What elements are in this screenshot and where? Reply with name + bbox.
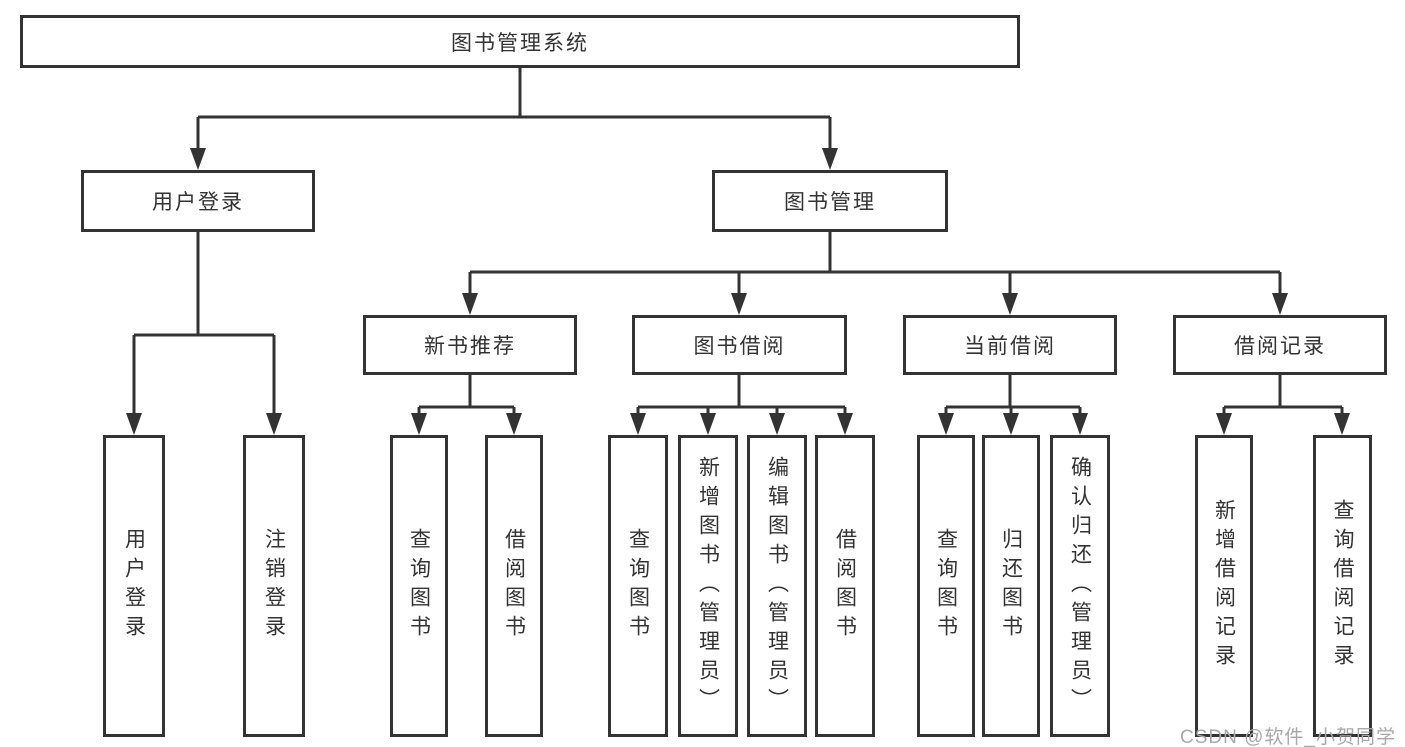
leaf-add-books-admin: 新增图书（管理员） (678, 435, 738, 737)
node-label: 用户登录 (152, 191, 244, 214)
arrow-down-icon (1272, 293, 1288, 315)
arrow-down-icon (1002, 293, 1018, 315)
node-label: 用户登录 (122, 528, 146, 644)
arrow-down-icon (266, 413, 282, 435)
leaf-borrow-books: 借阅图书 (815, 435, 875, 737)
node-label: 归还图书 (999, 528, 1023, 644)
leaf-logout: 注销登录 (243, 435, 305, 737)
leaf-query-books-borrowing: 查询图书 (608, 435, 668, 737)
leaf-user-login: 用户登录 (103, 435, 165, 737)
arrow-down-icon (822, 148, 838, 170)
node-borrowing-records: 借阅记录 (1173, 315, 1387, 375)
node-label: 查询借阅记录 (1331, 499, 1354, 673)
arrow-down-icon (506, 413, 522, 435)
arrow-down-icon (1216, 413, 1232, 435)
node-label: 当前借阅 (964, 335, 1056, 358)
leaf-query-borrow-record: 查询借阅记录 (1313, 435, 1372, 737)
node-label: 编辑图书（管理员） (765, 455, 789, 717)
arrow-down-icon (190, 148, 206, 170)
watermark: CSDN @软件_小贺同学 (1180, 727, 1396, 747)
arrow-down-icon (126, 413, 142, 435)
arrow-down-icon (938, 413, 954, 435)
arrow-down-icon (1334, 413, 1350, 435)
node-label: 新增图书（管理员） (696, 455, 720, 717)
leaf-query-books-recommend: 查询图书 (390, 435, 448, 737)
leaf-query-books-current: 查询图书 (917, 435, 975, 737)
node-label: 借阅图书 (833, 528, 857, 644)
arrow-down-icon (1072, 413, 1088, 435)
node-label: 查询图书 (407, 528, 431, 644)
node-user-login: 用户登录 (81, 170, 315, 232)
node-label: 注销登录 (262, 528, 286, 644)
node-label: 图书管理 (784, 191, 876, 214)
leaf-borrow-books-recommend: 借阅图书 (485, 435, 543, 737)
arrow-down-icon (837, 413, 853, 435)
node-label: 借阅记录 (1234, 335, 1326, 358)
node-label: 查询图书 (934, 528, 958, 644)
node-current-borrowing: 当前借阅 (903, 315, 1117, 375)
arrow-down-icon (462, 293, 478, 315)
arrow-down-icon (630, 413, 646, 435)
node-label: 图书管理系统 (451, 31, 589, 55)
arrow-down-icon (411, 413, 427, 435)
node-new-book-recommendation: 新书推荐 (363, 315, 577, 375)
node-label: 新书推荐 (424, 335, 516, 358)
node-label: 借阅图书 (502, 528, 526, 644)
arrow-down-icon (1003, 413, 1019, 435)
node-library-management-system: 图书管理系统 (20, 15, 1020, 68)
node-book-borrowing: 图书借阅 (632, 315, 847, 375)
arrow-down-icon (731, 293, 747, 315)
node-label: 新增借阅记录 (1212, 499, 1236, 673)
node-label: 图书借阅 (693, 335, 786, 358)
arrow-down-icon (769, 413, 785, 435)
leaf-return-books: 归还图书 (982, 435, 1040, 737)
leaf-add-borrow-record: 新增借阅记录 (1195, 435, 1253, 737)
arrow-down-icon (700, 413, 716, 435)
leaf-edit-books-admin: 编辑图书（管理员） (747, 435, 807, 737)
node-label: 确认归还（管理员） (1068, 455, 1092, 717)
leaf-confirm-return-admin: 确认归还（管理员） (1050, 435, 1110, 737)
node-label: 查询图书 (626, 528, 650, 644)
node-book-management: 图书管理 (712, 170, 948, 232)
